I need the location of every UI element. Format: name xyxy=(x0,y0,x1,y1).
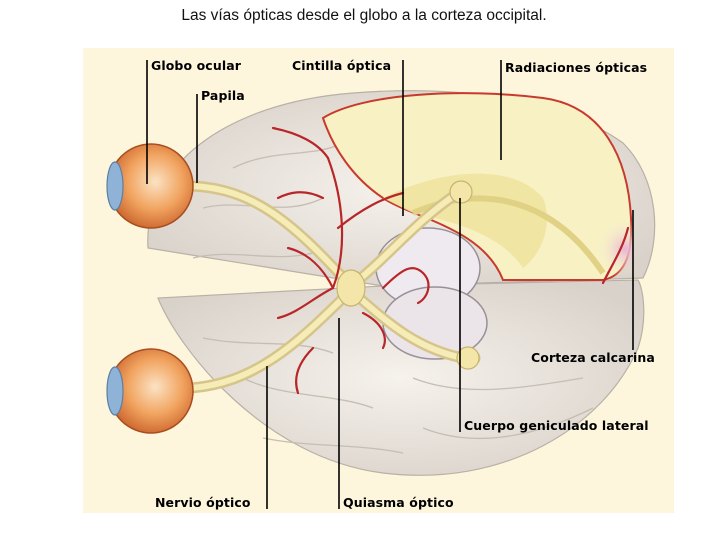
optic-pathway-illustration: Globo ocular Papila Cintilla óptica Radi… xyxy=(83,48,674,513)
label-quiasma-optico: Quiasma óptico xyxy=(343,495,454,510)
label-radiaciones-opticas: Radiaciones ópticas xyxy=(505,60,648,75)
lateral-geniculate-top xyxy=(449,180,473,204)
label-nervio-optico: Nervio óptico xyxy=(155,495,251,510)
label-papila: Papila xyxy=(201,88,245,103)
lower-eyeball xyxy=(106,348,194,434)
label-cintilla-optica: Cintilla óptica xyxy=(292,58,392,73)
blood-vessels xyxy=(271,126,630,395)
optic-chiasm-shape xyxy=(336,269,366,307)
label-cuerpo-geniculado-lateral: Cuerpo geniculado lateral xyxy=(464,418,649,433)
leader-lines xyxy=(146,60,634,509)
label-corteza-calcarina: Corteza calcarina xyxy=(531,350,655,365)
brain-drawing xyxy=(106,60,656,509)
page-title: Las vías ópticas desde el globo a la cor… xyxy=(181,7,547,24)
lateral-geniculate-bottom xyxy=(456,346,480,370)
sectioned-cortex xyxy=(321,92,633,283)
upper-eyeball xyxy=(106,143,194,229)
label-globo-ocular: Globo ocular xyxy=(151,58,241,73)
